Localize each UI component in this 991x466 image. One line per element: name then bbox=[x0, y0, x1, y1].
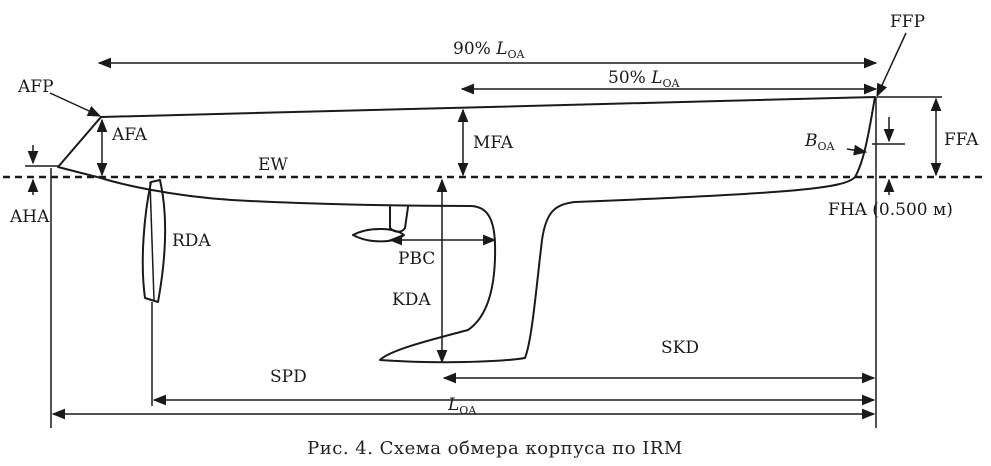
hull-outline bbox=[57, 96, 876, 364]
label-mfa: MFA bbox=[473, 133, 514, 153]
rudder-centerline bbox=[149, 181, 155, 301]
label-ffa: FFA bbox=[944, 130, 979, 150]
label-afp: AFP bbox=[17, 77, 54, 97]
label-spd: SPD bbox=[270, 367, 307, 387]
propeller-strut bbox=[389, 206, 409, 233]
label-rda: RDA bbox=[172, 231, 211, 251]
label-skd: SKD bbox=[661, 338, 699, 358]
label-kda: KDA bbox=[392, 290, 431, 310]
ffp-pointer bbox=[876, 32, 907, 98]
rudder bbox=[141, 179, 167, 303]
afp-pointer bbox=[49, 92, 102, 117]
label-loa: LOA bbox=[447, 395, 477, 417]
boa-pointer bbox=[846, 144, 868, 156]
label-50-loa: 50% LOA bbox=[608, 68, 681, 90]
figure-caption: Рис. 4. Схема обмера корпуса по IRM bbox=[307, 438, 683, 459]
label-boa: BOA bbox=[804, 131, 836, 153]
label-90-loa: 90% LOA bbox=[453, 39, 526, 61]
label-ffp: FFP bbox=[890, 12, 925, 32]
label-pbc: PBC bbox=[398, 249, 435, 269]
label-afa: AFA bbox=[111, 125, 148, 145]
label-aha: AHA bbox=[9, 207, 50, 227]
label-ew: EW bbox=[258, 155, 288, 175]
label-fha: FHA (0.500 м) bbox=[828, 200, 953, 220]
